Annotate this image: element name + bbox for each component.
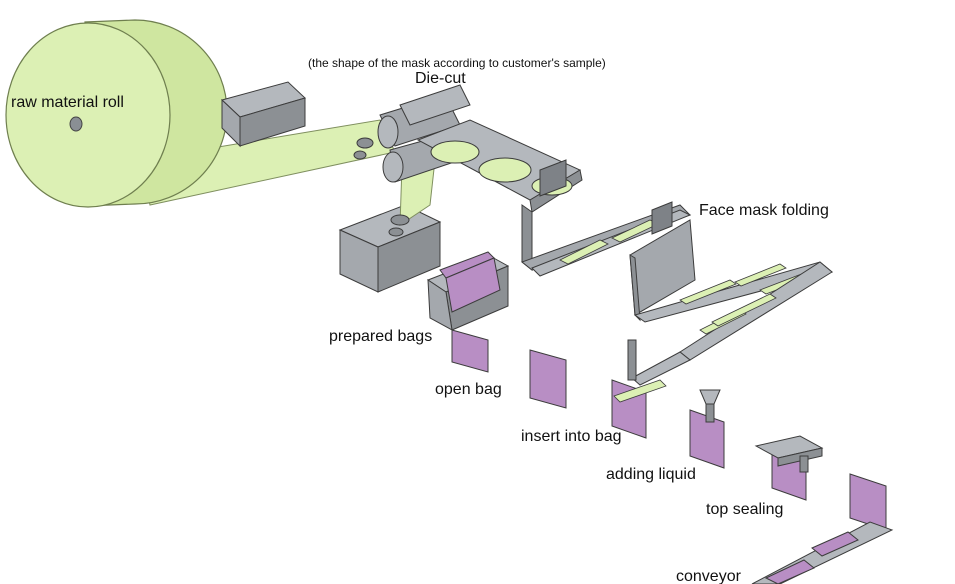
label-die-cut-note: (the shape of the mask according to cust… xyxy=(308,56,606,70)
die-cut-base xyxy=(338,204,442,293)
bag-open xyxy=(451,329,489,373)
bag-finished xyxy=(849,473,887,531)
label-conveyor: conveyor xyxy=(676,568,741,584)
label-top-sealing: top sealing xyxy=(706,501,784,518)
feeding-block xyxy=(221,81,306,148)
die-cut-table xyxy=(416,119,583,213)
label-raw-material-roll: raw material roll xyxy=(11,94,124,111)
prepared-bags-box xyxy=(426,251,510,331)
die-cut-rollers xyxy=(353,84,471,237)
raw-material-roll xyxy=(5,19,228,208)
label-prepared-bags: prepared bags xyxy=(329,328,433,345)
bag-open-2 xyxy=(529,349,567,409)
label-die-cut: Die-cut xyxy=(415,70,466,87)
label-open-bag: open bag xyxy=(435,381,502,398)
label-adding-liquid: adding liquid xyxy=(606,466,696,483)
conveyor xyxy=(751,521,894,584)
label-insert-into-bag: insert into bag xyxy=(521,428,622,445)
bag-sequence xyxy=(451,329,887,531)
label-face-mask-folding: Face mask folding xyxy=(699,202,829,219)
folding-section xyxy=(520,201,834,386)
